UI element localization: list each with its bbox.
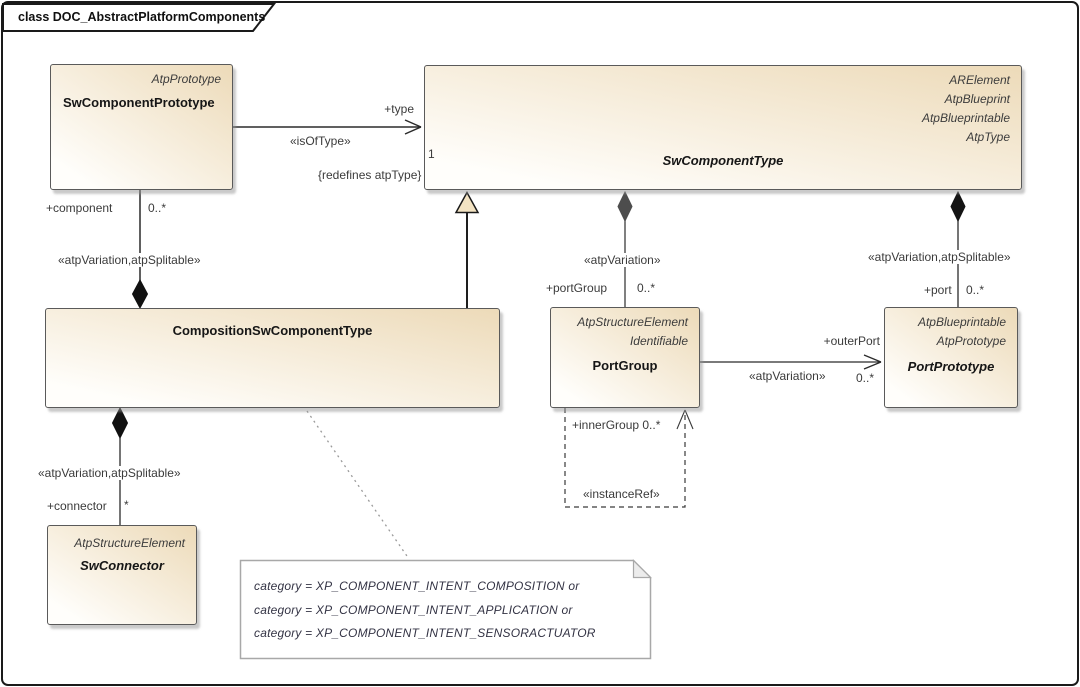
composition-diamond-icon [111,406,129,440]
composition-diamond-icon [950,190,966,223]
stereotype-label-atpvariation: «atpVariation» [749,369,826,383]
note-shape [239,559,652,660]
stereotype: AtpBlueprintable [921,111,1010,125]
class-box-swcomponenttype: ARElement AtpBlueprint AtpBlueprintable … [424,65,1022,190]
stereotype-list: AtpPrototype [152,70,221,89]
stereotype-list: AtpStructureElement [74,534,185,553]
stereotype: ARElement [949,73,1010,87]
class-name: SwComponentType [662,153,784,168]
composition-diamond-icon [131,278,149,310]
class-name: SwConnector [80,558,164,573]
multiplicity-label-type: 1 [428,147,435,161]
role-label-outerport: +outerPort [823,334,880,348]
constraint-label-redefines-atptype: {redefines atpType} [318,168,422,182]
note-line: category = XP_COMPONENT_INTENT_COMPOSITI… [254,579,580,593]
class-box-compositionswcomponenttype: CompositionSwComponentType [45,308,500,408]
class-box-portprototype: AtpBlueprintable AtpPrototype PortProtot… [884,307,1018,408]
stereotype: AtpStructureElement [74,536,185,550]
stereotype: AtpBlueprintable [917,315,1006,329]
class-box-portgroup: AtpStructureElement Identifiable PortGro… [550,307,700,408]
class-box-swcomponentprototype: AtpPrototype SwComponentPrototype [50,64,233,190]
stereotype: Identifiable [629,334,688,348]
role-label-component: +component [46,201,113,215]
note-constraint-text: category = XP_COMPONENT_INTENT_COMPOSITI… [254,575,596,646]
generalization-triangle-icon [454,190,480,214]
stereotype-list: AtpStructureElement Identifiable [577,313,688,351]
note-line: category = XP_COMPONENT_INTENT_SENSORACT… [254,626,596,640]
multiplicity-label-port: 0..* [966,283,985,297]
role-label-innergroup: +innerGroup 0..* [572,418,661,432]
diagram-title: class DOC_AbstractPlatformComponents [18,10,266,24]
class-box-swconnector: AtpStructureElement SwConnector [47,525,197,625]
dashed-open-arrowhead-icon [676,409,694,430]
stereotype: AtpStructureElement [577,315,688,329]
stereotype: AtpBlueprint [944,92,1010,106]
composition-diamond-icon [617,190,633,223]
open-arrowhead-icon [404,119,422,135]
stereotype-label-atpvariation-atpsplitable: «atpVariation,atpSplitable» [56,253,203,267]
multiplicity-label-portgroup: 0..* [637,281,656,295]
stereotype-label-isoftype: «isOfType» [290,134,351,148]
note-anchor-dotted-line [306,410,410,560]
stereotype-list: ARElement AtpBlueprint AtpBlueprintable … [922,71,1010,147]
role-label-port: +port [924,283,952,297]
stereotype: AtpType [966,130,1010,144]
role-label-connector: +connector [47,499,107,513]
open-arrowhead-icon [863,354,882,370]
stereotype-label-atpvariation-atpsplitable: «atpVariation,atpSplitable» [866,250,1013,264]
note-line: category = XP_COMPONENT_INTENT_APPLICATI… [254,602,573,617]
class-name: PortGroup [592,358,658,373]
multiplicity-label-connector: * [124,498,129,512]
innergroup-dashed-line [564,408,686,508]
diagram-title-tab [2,3,277,32]
role-label-type: +type [384,102,414,116]
class-name: SwComponentPrototype [63,95,215,110]
stereotype: AtpPrototype [151,72,221,86]
multiplicity-label-outerport: 0..* [856,371,875,385]
stereotype-list: AtpBlueprintable AtpPrototype [918,313,1006,351]
stereotype-label-atpvariation-atpsplitable: «atpVariation,atpSplitable» [36,466,183,480]
note-fold-icon [632,559,652,579]
stereotype-label-instanceref: «instanceRef» [583,487,660,501]
class-name: CompositionSwComponentType [172,323,373,338]
class-name: PortPrototype [907,359,995,374]
role-label-portgroup: +portGroup [546,281,608,295]
multiplicity-label-component: 0..* [148,201,167,215]
stereotype-label-atpvariation: «atpVariation» [582,253,663,267]
stereotype: AtpPrototype [936,334,1006,348]
